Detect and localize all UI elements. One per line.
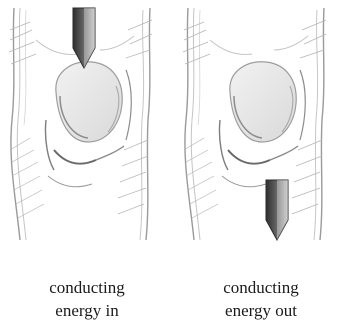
caption-line-1: conducting [0,276,174,299]
knee-sketch [183,8,326,240]
knee-illustration [174,0,348,250]
panel-energy-out: conducting energy out [174,0,348,330]
caption-line-2: energy out [174,299,348,322]
arrow-down-icon [266,180,288,240]
arrow-down-icon [73,8,95,68]
knee-illustration [0,0,174,250]
caption-line-2: energy in [0,299,174,322]
caption-energy-in: conducting energy in [0,276,174,322]
caption-energy-out: conducting energy out [174,276,348,322]
caption-line-1: conducting [174,276,348,299]
panel-energy-in: conducting energy in [0,0,174,330]
